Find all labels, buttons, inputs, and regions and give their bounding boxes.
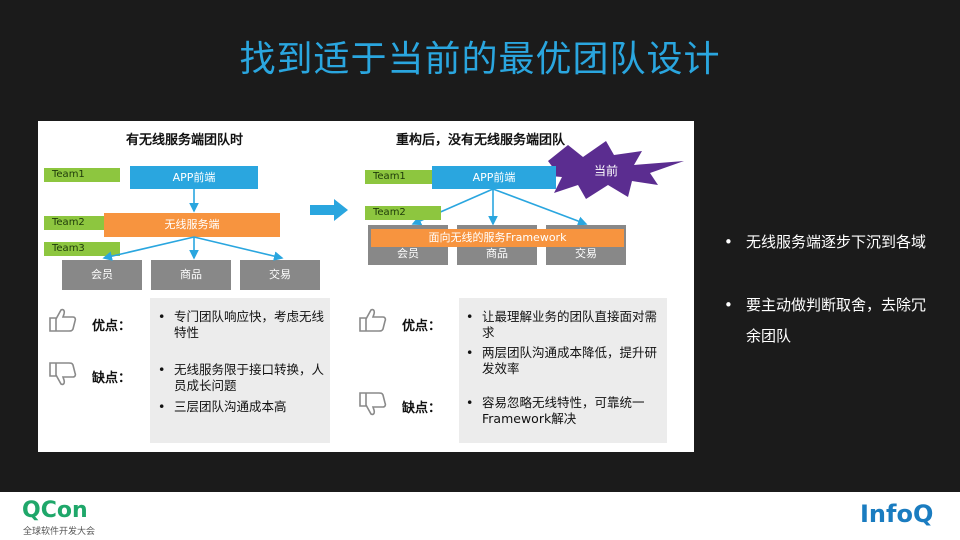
side-note-2: •要主动做判断取舍，去除冗余团队 [724, 296, 927, 345]
left-pros-cons-box [150, 298, 330, 443]
footer-bar: QCon 全球软件开发大会 InfoQ [0, 492, 960, 540]
left-pro-item: •专门团队响应快，考虑无线特性 [158, 309, 325, 340]
left-team2-label: Team2 [44, 216, 120, 230]
side-note-1: •无线服务端逐步下沉到各域 [724, 233, 927, 251]
thumbs-up-icon [359, 308, 387, 332]
right-pro-item-1: •让最理解业务的团队直接面对需求 [466, 309, 658, 340]
left-domain-product: 商品 [151, 260, 231, 290]
left-con-item-2: •三层团队沟通成本高 [158, 399, 287, 414]
right-arrow-to-trade [492, 188, 588, 226]
thumbs-up-icon [49, 308, 77, 332]
left-team3-label: Team3 [44, 242, 120, 256]
right-pros-label: 优点： [402, 319, 442, 334]
thumbs-down-icon [359, 392, 387, 416]
left-arrow-to-member [102, 236, 195, 261]
qcon-subtitle: 全球软件开发大会 [23, 527, 96, 537]
left-app-frontend-box: APP前端 [130, 166, 258, 189]
right-app-frontend-box: APP前端 [432, 166, 556, 189]
infoq-logo: InfoQ [860, 500, 934, 528]
connector-arrows [102, 141, 684, 261]
current-badge-label: 当前 [594, 164, 619, 178]
thumbs-down-icon [49, 362, 77, 386]
transition-arrow-icon [310, 199, 348, 221]
left-cons-label: 缺点： [92, 371, 132, 386]
right-header: 重构后，没有无线服务端团队 [396, 133, 566, 148]
left-domain-trade: 交易 [240, 260, 320, 290]
left-team1-label: Team1 [44, 168, 120, 182]
diagram-panel: 有无线服务端团队时 Team1 Team2 Team3 APP前端 无线服务端 … [38, 121, 694, 452]
qcon-logo: QCon [22, 498, 88, 523]
left-header: 有无线服务端团队时 [126, 133, 244, 148]
left-arrow-to-trade [193, 236, 284, 261]
right-team1-label: Team1 [365, 170, 441, 184]
slide-title: 找到适于当前的最优团队设计 [239, 39, 721, 80]
right-cons-label: 缺点： [402, 401, 442, 416]
left-pros-label: 优点： [92, 319, 132, 334]
current-badge-burst-icon [538, 141, 684, 199]
right-con-item: •容易忽略无线特性，可靠统一Framework解决 [466, 395, 645, 426]
right-pro-item-2: •两层团队沟通成本降低，提升研发效率 [466, 345, 658, 376]
right-pros-cons-box [459, 298, 667, 443]
left-wireless-server-box: 无线服务端 [104, 213, 280, 237]
left-domain-member: 会员 [62, 260, 142, 290]
left-con-item-1: •无线服务限于接口转换，人员成长问题 [158, 362, 325, 393]
right-framework-box: 面向无线的服务Framework [371, 229, 624, 247]
right-team2-label: Team2 [365, 206, 441, 220]
